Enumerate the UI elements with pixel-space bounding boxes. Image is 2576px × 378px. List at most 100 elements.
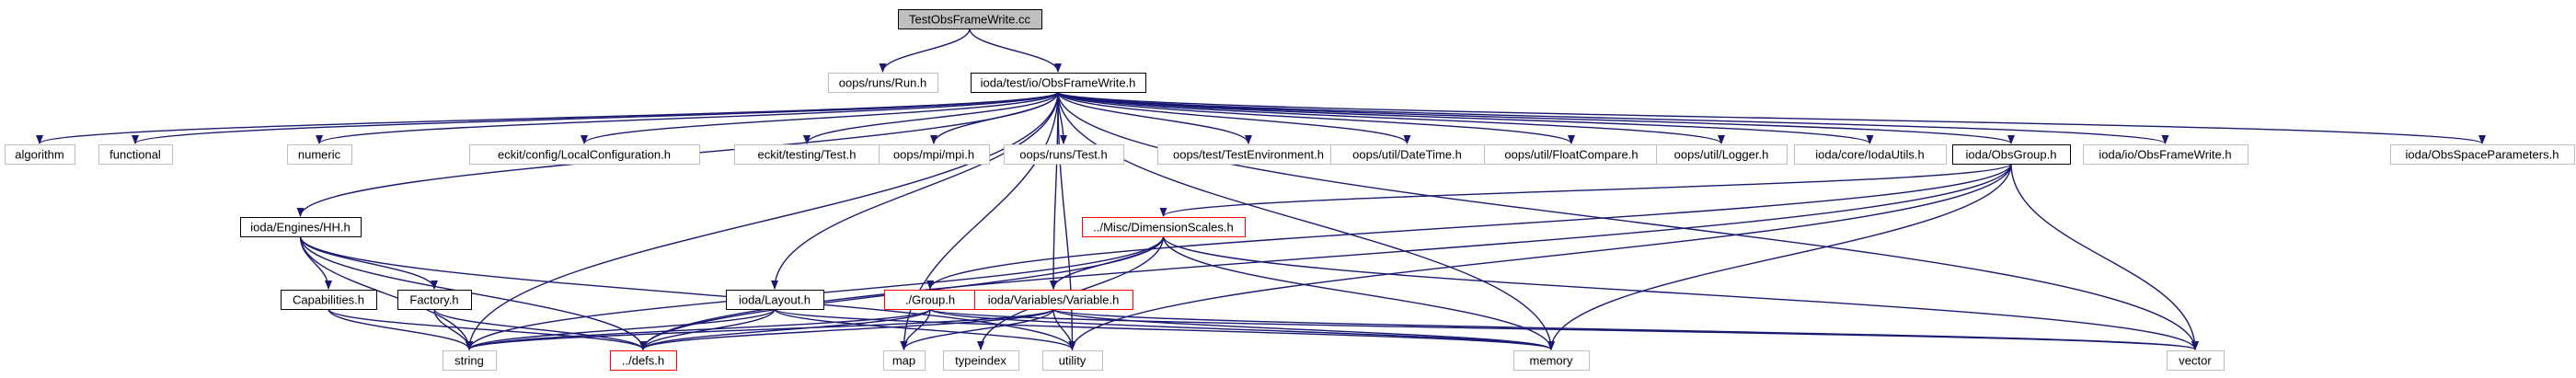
node-hh-label: ioda/Engines/HH.h [250, 221, 350, 235]
edge-factory-to-defs [433, 308, 647, 350]
node-localconf: eckit/config/LocalConfiguration.h [469, 144, 700, 165]
node-defs-label: ../defs.h [622, 354, 664, 368]
node-numeric: numeric [287, 144, 352, 165]
node-string-label: string [454, 354, 484, 368]
node-defs[interactable]: ../defs.h [610, 350, 677, 371]
node-variable-box [974, 290, 1133, 310]
node-obsgroup[interactable]: ioda/ObsGroup.h [1952, 144, 2071, 165]
node-ofw[interactable]: ioda/test/io/ObsFrameWrite.h [971, 73, 1146, 93]
node-mpi: oops/mpi/mpi.h [879, 144, 990, 165]
edge-variable-to-memory [1052, 308, 1555, 350]
edge-ofw-to-obsspace [1057, 91, 2486, 144]
node-ecktest-label: eckit/testing/Test.h [758, 148, 857, 162]
edge-ofw-to-logger [1057, 91, 1725, 144]
edge-capabilities-to-defs [328, 308, 647, 350]
edge-dimscales-to-vector [1162, 235, 2199, 350]
node-capabilities[interactable]: Capabilities.h [281, 290, 377, 310]
node-obsspace-label: ioda/ObsSpaceParameters.h [2406, 148, 2559, 162]
node-datetime: oops/util/DateTime.h [1330, 144, 1485, 165]
node-localconf-box [469, 144, 700, 165]
edge-hh-to-utility [299, 235, 1076, 350]
node-vector: vector [2167, 350, 2225, 371]
edge-obsgroup-to-group [926, 163, 2012, 290]
node-obsgroup-label: ioda/ObsGroup.h [1965, 148, 2056, 162]
node-floatcmp: oops/util/FloatCompare.h [1484, 144, 1660, 165]
node-numeric-box [287, 144, 352, 165]
edge-ofw-to-ecktest [803, 91, 1059, 144]
edge-group-to-string [466, 308, 931, 350]
edge-ofw-to-functional [132, 91, 1059, 144]
node-hh-box [240, 217, 362, 237]
edge-obsgroup-to-defs [639, 163, 2012, 350]
node-obsframewrite: ioda/io/ObsFrameWrite.h [2083, 144, 2248, 165]
node-root[interactable]: TestObsFrameWrite.cc [898, 9, 1042, 29]
node-iodautils: ioda/core/IodaUtils.h [1794, 144, 1947, 165]
node-map-label: map [892, 354, 915, 368]
edge-capabilities-to-string [328, 308, 473, 350]
edge-layout-to-utility [774, 308, 1076, 350]
edge-ofw-to-numeric [316, 91, 1059, 144]
edge-hh-to-factory [299, 235, 438, 290]
edge-ofw-to-obsframewrite [1057, 91, 2169, 144]
node-layer: TestObsFrameWrite.cc oops/runs/Run.h ioda/… [5, 9, 2575, 371]
edge-group-to-defs [639, 308, 931, 350]
node-runstest-box [1004, 144, 1124, 165]
edge-layout-to-memory [774, 308, 1555, 350]
node-runstest: oops/runs/Test.h [1004, 144, 1124, 165]
node-factory-box [397, 290, 472, 310]
edge-ofw-to-layout [771, 91, 1059, 290]
node-layout[interactable]: ioda/Layout.h [726, 290, 824, 310]
edge-ofw-to-datetime [1057, 91, 1411, 144]
node-obsframewrite-label: ioda/io/ObsFrameWrite.h [2099, 148, 2231, 162]
edge-hh-to-capabilities [299, 235, 332, 290]
node-run: oops/runs/Run.h [828, 73, 938, 93]
node-group[interactable]: ./Group.h [884, 290, 977, 310]
node-variable[interactable]: ioda/Variables/Variable.h [974, 290, 1133, 310]
node-defs-box [610, 350, 677, 371]
node-memory-box [1513, 350, 1590, 371]
node-utility-label: utility [1059, 354, 1087, 368]
edge-ofw-to-utility [1057, 91, 1076, 350]
node-logger-box [1656, 144, 1788, 165]
node-memory: memory [1513, 350, 1590, 371]
edge-ofw-to-testenv [1057, 91, 1252, 144]
node-factory-label: Factory.h [409, 293, 458, 307]
node-group-label: ./Group.h [905, 293, 955, 307]
node-numeric-label: numeric [298, 148, 341, 162]
node-datetime-label: oops/util/DateTime.h [1352, 148, 1462, 162]
node-factory[interactable]: Factory.h [397, 290, 472, 310]
node-functional-box [98, 144, 173, 165]
node-obsspace: ioda/ObsSpaceParameters.h [2390, 144, 2575, 165]
node-algorithm-label: algorithm [15, 148, 63, 162]
node-hh[interactable]: ioda/Engines/HH.h [240, 217, 362, 237]
edge-ofw-to-localconf [581, 91, 1059, 144]
node-capabilities-box [281, 290, 377, 310]
edge-obsgroup-to-vector [2010, 163, 2199, 350]
edge-root-to-ofw [969, 28, 1062, 73]
node-map-box [883, 350, 926, 371]
node-logger-label: oops/util/Logger.h [1674, 148, 1769, 162]
node-logger: oops/util/Logger.h [1656, 144, 1788, 165]
node-obsframewrite-box [2083, 144, 2248, 165]
edge-layout-to-string [466, 308, 776, 350]
node-dimscales-box [1082, 217, 1246, 237]
edge-ofw-to-obsgroup [1057, 91, 2015, 144]
node-typeindex: typeindex [943, 350, 1019, 371]
edge-ofw-to-floatcmp [1057, 91, 1575, 144]
node-run-label: oops/runs/Run.h [839, 76, 926, 90]
edge-obsgroup-to-memory [1547, 163, 2012, 350]
node-dimscales[interactable]: ../Misc/DimensionScales.h [1082, 217, 1246, 237]
node-utility-box [1042, 350, 1103, 371]
node-layout-label: ioda/Layout.h [739, 293, 811, 307]
edge-dimscales-to-memory [1162, 235, 1555, 350]
node-iodautils-box [1794, 144, 1947, 165]
edge-variable-to-vector [1052, 308, 2199, 350]
edge-ofw-to-string [466, 91, 1059, 350]
node-capabilities-label: Capabilities.h [293, 293, 364, 307]
edge-ofw-to-memory [1057, 91, 1555, 350]
node-localconf-label: eckit/config/LocalConfiguration.h [498, 148, 671, 162]
edge-variable-to-string [466, 308, 1054, 350]
node-mpi-box [879, 144, 990, 165]
edge-obsgroup-to-dimscales [1159, 163, 2012, 217]
